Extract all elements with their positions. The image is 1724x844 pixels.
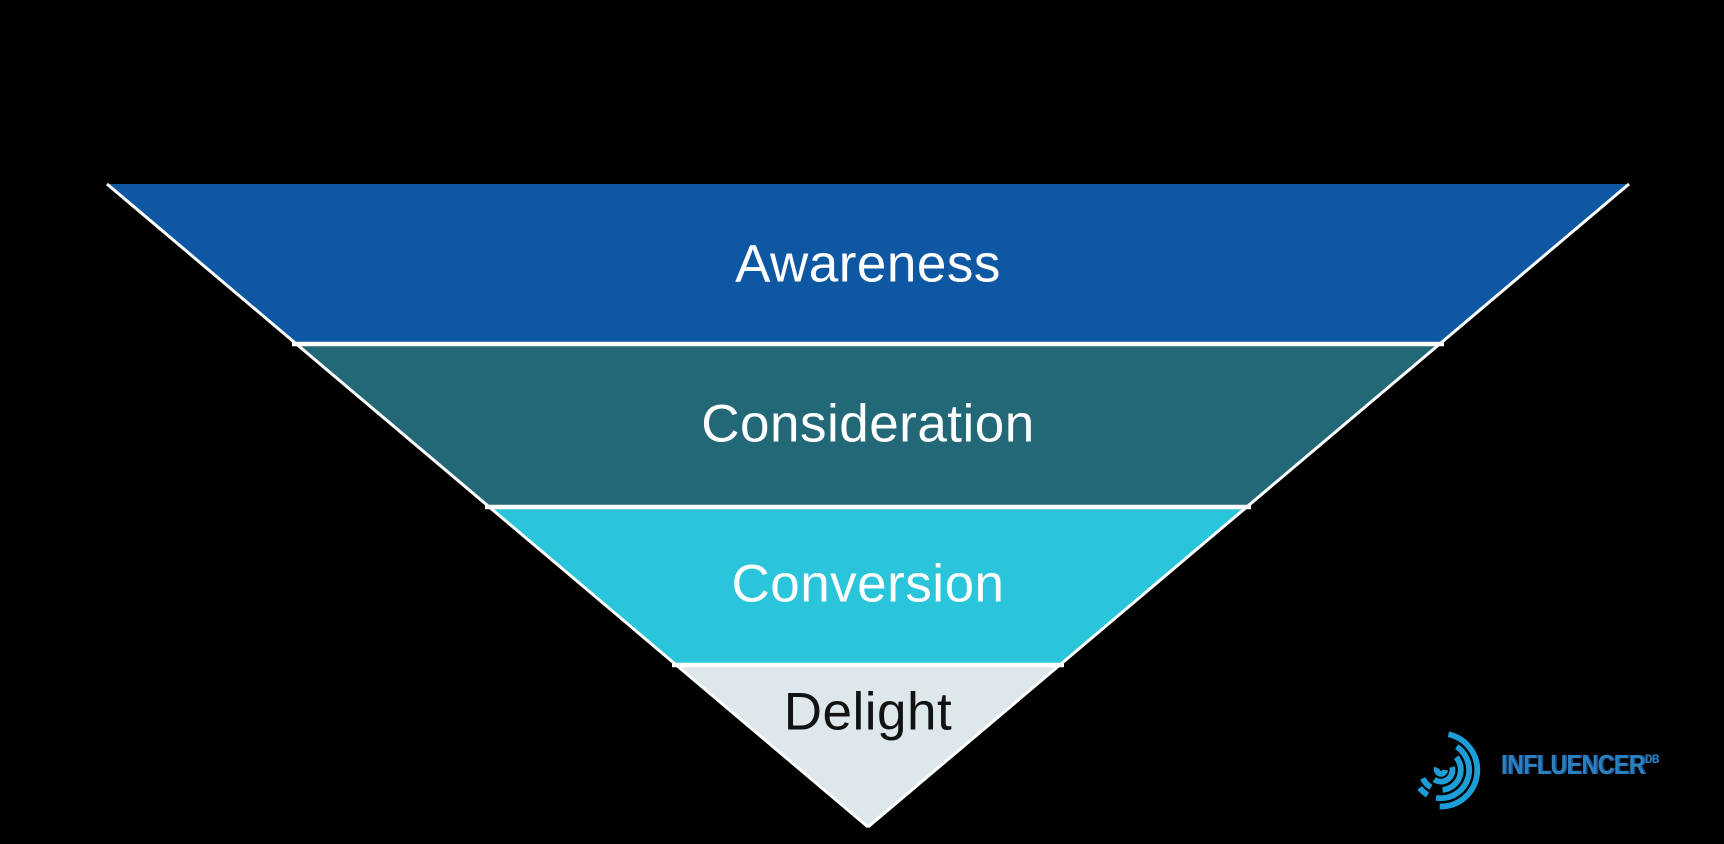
logo-text: INFLUENCER DB — [1501, 751, 1659, 779]
logo-wordmark: INFLUENCER — [1501, 749, 1645, 780]
funnel-stage-awareness-label: Awareness — [735, 235, 1001, 294]
funnel-stage-delight-shape — [675, 664, 1061, 827]
funnel-stage-conversion-shape — [488, 506, 1248, 664]
funnel-stage-consideration-shape — [295, 343, 1441, 506]
logo-superscript: DB — [1644, 752, 1660, 766]
funnel-stage-consideration-label: Consideration — [701, 395, 1035, 454]
funnel-left-edge-line — [106, 182, 869, 829]
funnel-right-edge-line — [867, 182, 1630, 829]
funnel-stage-delight-label: Delight — [784, 683, 952, 742]
funnel-stage-conversion-label: Conversion — [731, 555, 1004, 614]
influencerdb-logo: INFLUENCER DB — [1416, 723, 1694, 817]
concentric-arcs-icon — [1417, 731, 1481, 810]
funnel-stage-awareness-shape — [107, 184, 1629, 343]
